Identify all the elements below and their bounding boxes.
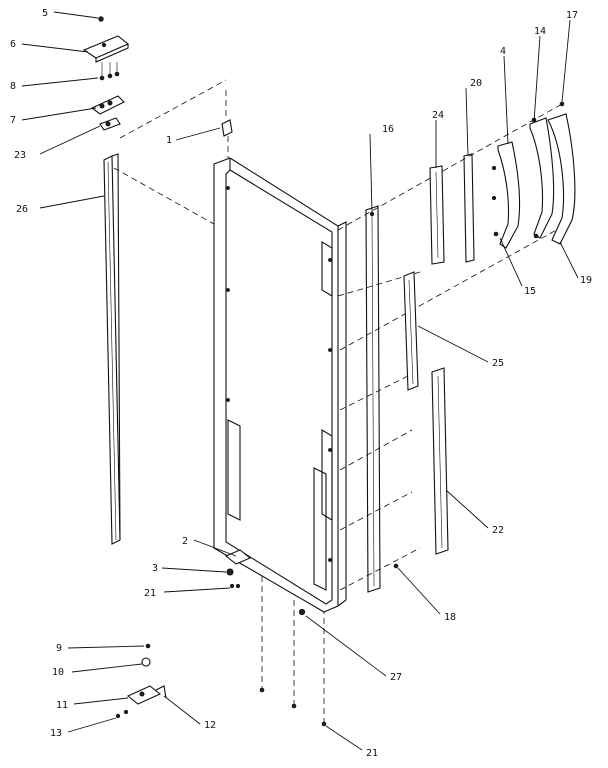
callout-3: 3 [152, 563, 158, 574]
part-5-screw [98, 16, 104, 22]
part-6-hinge-cover [82, 35, 130, 59]
door-bottom-parts [224, 549, 399, 727]
callout-5: 5 [42, 8, 48, 19]
callout-16: 16 [382, 124, 394, 135]
part-18-screw [393, 563, 399, 569]
part-16-inner-liner [365, 205, 381, 593]
callout-7: 7 [10, 115, 16, 126]
callout-20: 20 [470, 78, 482, 89]
callout-8: 8 [10, 81, 16, 92]
part-20-strip [463, 153, 475, 263]
callout-9: 9 [56, 643, 62, 654]
callout-6: 6 [10, 39, 16, 50]
callout-17: 17 [566, 10, 578, 21]
part-14-handle-end [529, 117, 555, 239]
callout-12: 12 [204, 720, 216, 731]
leader-lines [21, 11, 579, 751]
part-25-bracket [403, 271, 419, 391]
part-12-hinge-bracket [155, 685, 167, 699]
callout-24: 24 [432, 110, 444, 121]
callout-18: 18 [444, 612, 456, 623]
door-panel [213, 119, 347, 613]
part-26-door-strip [103, 153, 121, 545]
callout-19: 19 [580, 275, 592, 286]
callout-labels: 5 6 8 7 23 26 1 2 3 21 16 24 20 4 14 17 … [10, 8, 592, 759]
callout-21-upper: 21 [144, 588, 156, 599]
callout-23: 23 [14, 150, 26, 161]
part-24-bracket [429, 165, 445, 265]
part-22-bracket [431, 367, 449, 555]
part-2-bracket [224, 549, 252, 565]
callout-10: 10 [52, 667, 64, 678]
top-hinge-assembly [82, 16, 130, 131]
part-27-plug [298, 608, 306, 616]
callout-11: 11 [56, 700, 68, 711]
callout-22: 22 [492, 525, 504, 536]
part-4-handle-end [497, 141, 521, 249]
part-9-screw [145, 643, 151, 649]
callout-15: 15 [524, 286, 536, 297]
callout-14: 14 [534, 26, 546, 37]
part-7-hinge [90, 95, 125, 115]
callout-13: 13 [50, 728, 62, 739]
door-hinge-cutout-bottom [227, 419, 241, 521]
callout-1: 1 [166, 135, 172, 146]
callout-27: 27 [390, 672, 402, 683]
part-19-handle [547, 113, 576, 245]
callout-4: 4 [500, 46, 506, 57]
handle-assembly [491, 101, 576, 249]
part-21-screws-upper [229, 583, 235, 589]
part-8-screws [99, 75, 105, 81]
callout-2: 2 [182, 536, 188, 547]
part-15-screw [493, 231, 499, 237]
part-3-bushing [226, 568, 234, 576]
part-10-washer [141, 657, 151, 667]
callout-25: 25 [492, 358, 504, 369]
callout-21-lower: 21 [366, 748, 378, 759]
bottom-hinge-assembly [115, 643, 167, 719]
door-hinge-cutout-top [321, 241, 333, 297]
callout-26: 26 [16, 204, 28, 215]
part-17-screw [559, 101, 565, 107]
part-1-door-stop [221, 119, 233, 137]
part-21-screw-lower [321, 721, 327, 727]
part-13-screws [115, 713, 121, 719]
